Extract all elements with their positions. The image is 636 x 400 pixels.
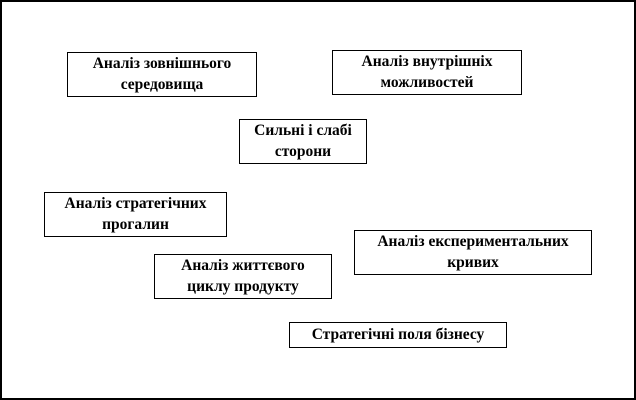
box-product-lifecycle-analysis: Аналіз життєвого циклу продукту [154,254,332,299]
box-strategic-business-fields: Стратегічні поля бізнесу [289,322,507,348]
box-strengths-and-weaknesses: Сильні і слабі сторони [239,119,367,164]
box-strategic-gaps-analysis: Аналіз стратегічних прогалин [44,192,227,237]
box-experimental-curves-analysis: Аналіз експериментальних кривих [354,230,592,275]
box-external-environment-analysis: Аналіз зовнішнього середовища [67,52,257,97]
box-internal-capabilities-analysis: Аналіз внутрішніх можливостей [332,50,522,95]
